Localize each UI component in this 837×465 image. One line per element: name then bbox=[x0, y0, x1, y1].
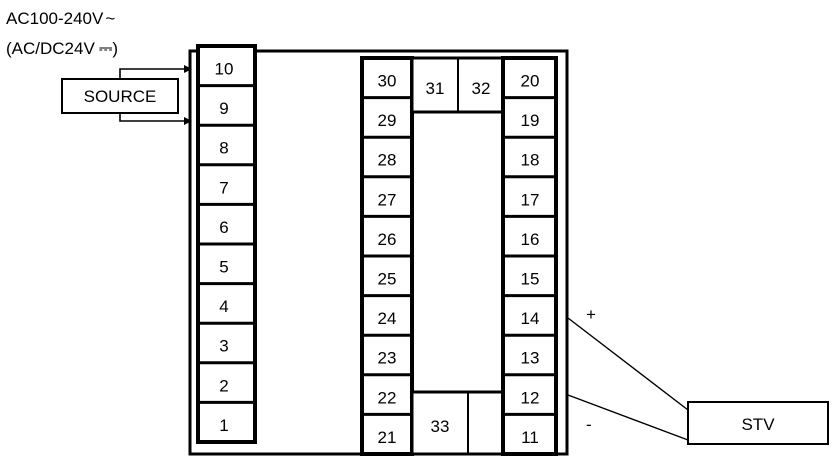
supply-voltage-alt-label: (AC/DC24V⎓) bbox=[6, 39, 118, 58]
bottom-center-block: 33 bbox=[410, 390, 505, 456]
terminal-33-label: 33 bbox=[431, 417, 450, 436]
terminal-20-label: 20 bbox=[521, 72, 540, 91]
terminal-25-label: 25 bbox=[378, 270, 397, 289]
stv-wires bbox=[567, 317, 689, 441]
closing-paren: ) bbox=[112, 39, 118, 58]
right-terminal-strip: 20 19 18 17 16 15 14 13 12 11 bbox=[501, 56, 558, 456]
terminal-5-label: 5 bbox=[219, 258, 228, 277]
terminal-2-label: 2 bbox=[219, 376, 228, 395]
terminal-24-label: 24 bbox=[378, 309, 397, 328]
terminal-6-label: 6 bbox=[219, 218, 228, 237]
stv-box bbox=[687, 401, 829, 445]
source-wires bbox=[119, 68, 190, 122]
terminal-1-label: 1 bbox=[219, 416, 228, 435]
terminal-15-label: 15 bbox=[521, 270, 540, 289]
terminal-22-label: 22 bbox=[378, 388, 397, 407]
source-wire-top bbox=[119, 68, 190, 79]
terminal-18-label: 18 bbox=[521, 151, 540, 170]
terminal-32-label: 32 bbox=[472, 79, 491, 98]
stv-label: STV bbox=[741, 415, 775, 434]
minus-polarity-label: - bbox=[586, 415, 592, 434]
bottom-center-frame bbox=[410, 390, 505, 456]
supply-voltage-dc: (AC/DC24V bbox=[6, 39, 95, 58]
terminal-16-label: 16 bbox=[521, 230, 540, 249]
terminal-28-label: 28 bbox=[378, 151, 397, 170]
supply-voltage-label: AC100-240V~ bbox=[6, 9, 115, 28]
terminal-27-label: 27 bbox=[378, 190, 397, 209]
supply-voltage-ac: AC100-240V bbox=[6, 9, 104, 28]
source-label: SOURCE bbox=[84, 87, 157, 106]
source-wire-bottom bbox=[119, 113, 190, 122]
ac-dc-symbol: ⎓ bbox=[99, 39, 113, 58]
plus-polarity-label: + bbox=[586, 305, 596, 324]
terminal-23-label: 23 bbox=[378, 349, 397, 368]
terminal-11-label: 11 bbox=[521, 428, 539, 447]
terminal-21-label: 21 bbox=[378, 428, 397, 447]
left-terminal-strip: 10 9 8 7 6 5 4 3 2 1 bbox=[196, 44, 257, 444]
terminal-14-label: 14 bbox=[521, 309, 540, 328]
arrow-head-top bbox=[184, 65, 192, 73]
terminal-31-label: 31 bbox=[426, 79, 445, 98]
stv-wire-plus bbox=[567, 317, 689, 411]
arrow-head-bottom bbox=[184, 117, 192, 125]
source-box bbox=[61, 78, 179, 114]
terminal-17-label: 17 bbox=[521, 190, 540, 209]
terminal-10-label: 10 bbox=[215, 60, 234, 79]
ac-symbol: ~ bbox=[105, 9, 115, 28]
terminal-9-label: 9 bbox=[219, 99, 228, 118]
terminal-4-label: 4 bbox=[219, 297, 228, 316]
stv-wire-minus bbox=[567, 394, 689, 441]
terminal-13-label: 13 bbox=[521, 349, 540, 368]
terminal-12-label: 12 bbox=[521, 388, 540, 407]
terminal-26-label: 26 bbox=[378, 230, 397, 249]
top-center-block: 31 32 bbox=[410, 56, 505, 114]
terminal-29-label: 29 bbox=[378, 111, 397, 130]
terminal-8-label: 8 bbox=[219, 139, 228, 158]
terminal-19-label: 19 bbox=[521, 111, 540, 130]
terminal-3-label: 3 bbox=[219, 337, 228, 356]
terminal-30-label: 30 bbox=[378, 72, 397, 91]
terminal-7-label: 7 bbox=[219, 178, 228, 197]
middle-terminal-strip: 30 29 28 27 26 25 24 23 22 21 bbox=[360, 56, 414, 456]
